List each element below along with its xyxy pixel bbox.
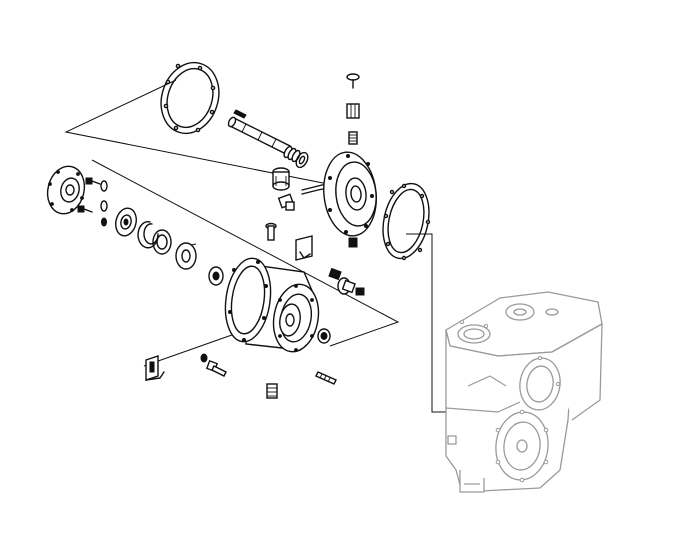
housing-flange-plate — [272, 283, 320, 353]
shaft-spring — [283, 145, 301, 163]
spacer-sleeve — [208, 266, 224, 286]
rear-bearing — [175, 242, 197, 270]
front-bolts — [77, 177, 101, 213]
cover-gasket — [382, 182, 431, 261]
bottom-washer — [200, 353, 208, 363]
front-washers — [100, 180, 108, 227]
front-bearing — [152, 229, 172, 255]
top-bolt — [346, 73, 360, 89]
inspection-flap — [295, 235, 313, 261]
bearing-cover-plate — [323, 151, 377, 237]
bottom-bolt — [205, 359, 227, 377]
shaft-seal-ring — [295, 151, 309, 169]
pump-body — [445, 291, 603, 493]
side-fitting — [328, 267, 342, 281]
front-bearing-seal — [115, 207, 137, 237]
vent-plug — [265, 222, 277, 241]
rear-gasket — [160, 61, 220, 135]
threaded-stud — [315, 371, 337, 385]
leader-lines — [64, 79, 446, 413]
top-spring-pin — [348, 131, 358, 145]
small-oring — [317, 328, 331, 344]
front-end-cover — [46, 165, 86, 215]
shaft-key — [233, 109, 247, 119]
impeller-shaft — [227, 116, 291, 155]
housing-drain-plug — [266, 383, 278, 399]
bottom-drain-plug — [348, 237, 358, 248]
side-plug — [337, 277, 365, 296]
base-bracket — [145, 355, 165, 381]
top-nut — [346, 103, 360, 119]
seal-cartridge — [272, 167, 290, 191]
